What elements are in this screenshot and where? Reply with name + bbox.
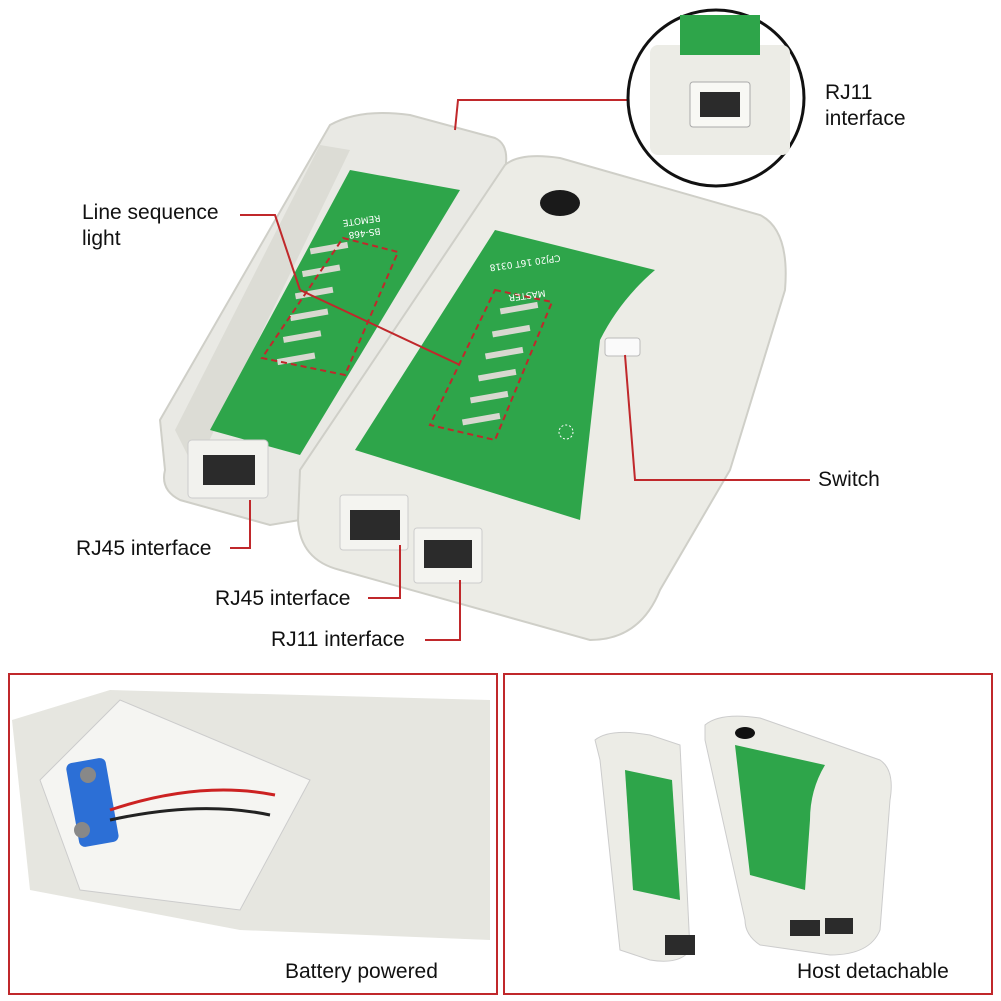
battery-photo (12, 690, 490, 940)
detachable-panel (503, 673, 993, 995)
remote-led-highlight (260, 236, 400, 377)
rj45-remote-label: RJ45 interface (76, 537, 212, 560)
line-sequence-label: Line sequence light (82, 201, 219, 250)
zoom-rj11-port (700, 92, 740, 117)
rj11-master-label: RJ11 interface (271, 628, 405, 651)
detachable-label: Host detachable (797, 960, 949, 983)
rj45-master-label: RJ45 interface (215, 587, 351, 610)
rj11-master-leader (425, 580, 461, 641)
rj11-top-leader (454, 99, 640, 131)
switch-leader (624, 354, 810, 481)
master-rj45-port (350, 510, 400, 540)
battery-label: Battery powered (285, 960, 438, 983)
rj45-master-leader (368, 545, 401, 599)
ce-mark (540, 190, 580, 216)
remote-green-panel (210, 170, 460, 455)
remote-model-text: BS-468 (347, 225, 381, 239)
switch-label: Switch (818, 468, 880, 491)
battery-panel (8, 673, 498, 995)
detached-units-photo (594, 715, 892, 962)
remote-rj45-port (203, 455, 255, 485)
remote-unit (158, 111, 508, 527)
master-rj11-port (424, 540, 472, 568)
line-sequence-leader (240, 214, 301, 291)
switch-slider (604, 337, 641, 357)
rj11-top-label: RJ11 interface (825, 81, 906, 130)
master-led-highlight (428, 288, 554, 442)
rj45-remote-leader (230, 500, 251, 549)
